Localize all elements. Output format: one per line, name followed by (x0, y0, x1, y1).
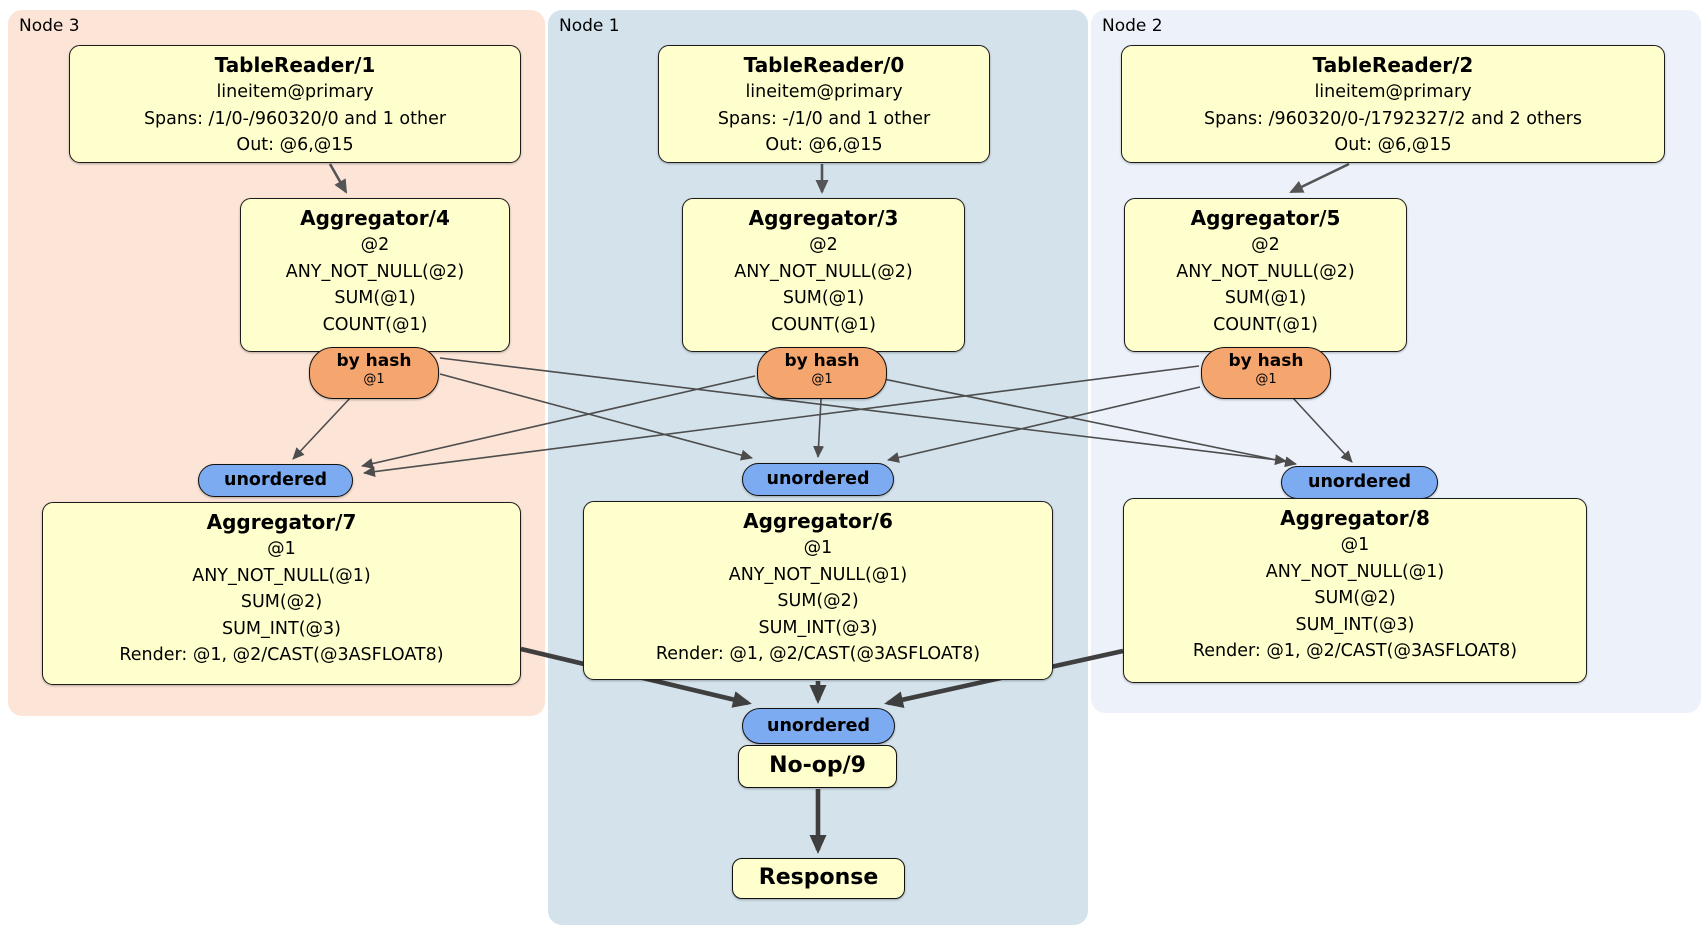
processor-spans: Spans: -/1/0 and 1 other (717, 108, 931, 129)
processor-title: No-op/9 (769, 753, 866, 778)
agg-fn: SUM_INT(@3) (758, 617, 878, 638)
processor-title: TableReader/1 (214, 53, 376, 77)
agg-group-col: @2 (360, 235, 390, 255)
stream-unordered-final: unordered (742, 708, 895, 744)
processor-title: Aggregator/3 (748, 206, 899, 230)
router-label: by hash (784, 351, 860, 371)
agg-fn: COUNT(@1) (322, 314, 428, 335)
processor-noop-9: No-op/9 (738, 745, 897, 788)
agg-fn: SUM(@1) (782, 288, 865, 308)
router-key: @1 (1255, 372, 1277, 387)
processor-spans: Spans: /960320/0-/1792327/2 and 2 others (1203, 108, 1582, 129)
node-region-label: Node 2 (1102, 16, 1163, 36)
stream-unordered-n1: unordered (742, 463, 894, 496)
agg-fn: ANY_NOT_NULL(@2) (1176, 261, 1355, 282)
router-label: by hash (1228, 351, 1304, 371)
agg-fn: ANY_NOT_NULL(@2) (734, 261, 913, 282)
processor-index: lineitem@primary (1314, 82, 1472, 102)
agg-fn: SUM(@2) (1314, 588, 1396, 608)
processor-tablereader-2: TableReader/2 lineitem@primary Spans: /9… (1121, 45, 1665, 163)
stream-unordered-n2: unordered (1281, 466, 1438, 499)
router-key: @1 (811, 372, 833, 387)
processor-out: Out: @6,@15 (765, 135, 883, 155)
agg-fn: COUNT(@1) (771, 314, 876, 335)
agg-fn: SUM(@2) (777, 591, 859, 611)
processor-aggregator-7: Aggregator/7 @1 ANY_NOT_NULL(@1) SUM(@2)… (42, 502, 521, 685)
agg-group-col: @1 (267, 539, 296, 559)
agg-render: Render: @1, @2/CAST(@3ASFLOAT8) (655, 644, 981, 664)
processor-aggregator-3: Aggregator/3 @2 ANY_NOT_NULL(@2) SUM(@1)… (682, 198, 965, 352)
agg-render: Render: @1, @2/CAST(@3ASFLOAT8) (119, 645, 444, 665)
processor-title: Aggregator/5 (1190, 206, 1341, 230)
stream-label: unordered (766, 469, 870, 489)
agg-fn: ANY_NOT_NULL(@1) (1265, 561, 1445, 582)
processor-title: Aggregator/4 (300, 206, 450, 230)
agg-fn: ANY_NOT_NULL(@1) (728, 564, 908, 585)
response-box: Response (732, 858, 905, 899)
router-key: @1 (363, 372, 385, 387)
processor-aggregator-4: Aggregator/4 @2 ANY_NOT_NULL(@2) SUM(@1)… (240, 198, 510, 352)
processor-aggregator-8: Aggregator/8 @1 ANY_NOT_NULL(@1) SUM(@2)… (1123, 498, 1587, 683)
agg-fn: SUM(@1) (1224, 288, 1307, 308)
processor-out: Out: @6,@15 (236, 135, 354, 155)
agg-group-col: @1 (1340, 535, 1370, 555)
processor-title: Response (758, 865, 879, 890)
node-region-label: Node 3 (19, 16, 80, 36)
router-by-hash-n3: by hash @1 (309, 347, 439, 399)
agg-group-col: @1 (803, 538, 833, 558)
processor-tablereader-0: TableReader/0 lineitem@primary Spans: -/… (658, 45, 990, 163)
processor-title: Aggregator/8 (1280, 506, 1430, 530)
processor-out: Out: @6,@15 (1334, 135, 1452, 155)
agg-fn: COUNT(@1) (1213, 314, 1318, 335)
processor-title: Aggregator/6 (743, 509, 893, 533)
processor-spans: Spans: /1/0-/960320/0 and 1 other (143, 108, 447, 129)
agg-fn: ANY_NOT_NULL(@2) (285, 261, 465, 282)
processor-tablereader-1: TableReader/1 lineitem@primary Spans: /1… (69, 45, 521, 163)
stream-label: unordered (224, 470, 327, 490)
agg-fn: SUM(@1) (334, 288, 416, 308)
stream-label: unordered (767, 716, 870, 736)
processor-index: lineitem@primary (745, 82, 903, 102)
router-by-hash-n2: by hash @1 (1201, 347, 1331, 399)
router-label: by hash (336, 351, 412, 371)
agg-fn: SUM(@2) (240, 592, 323, 612)
agg-fn: SUM_INT(@3) (222, 618, 341, 639)
agg-fn: ANY_NOT_NULL(@1) (192, 565, 371, 586)
processor-title: TableReader/2 (1312, 53, 1474, 77)
agg-render: Render: @1, @2/CAST(@3ASFLOAT8) (1192, 641, 1518, 661)
agg-group-col: @2 (809, 235, 838, 255)
stream-unordered-n3: unordered (198, 464, 353, 497)
node-region-label: Node 1 (559, 16, 620, 36)
router-by-hash-n1: by hash @1 (757, 347, 887, 399)
stream-label: unordered (1308, 472, 1411, 492)
processor-index: lineitem@primary (216, 82, 374, 102)
agg-group-col: @2 (1251, 235, 1280, 255)
processor-title: TableReader/0 (743, 53, 905, 77)
processor-title: Aggregator/7 (206, 510, 357, 534)
processor-aggregator-6: Aggregator/6 @1 ANY_NOT_NULL(@1) SUM(@2)… (583, 501, 1053, 680)
processor-aggregator-5: Aggregator/5 @2 ANY_NOT_NULL(@2) SUM(@1)… (1124, 198, 1407, 352)
agg-fn: SUM_INT(@3) (1295, 614, 1415, 635)
